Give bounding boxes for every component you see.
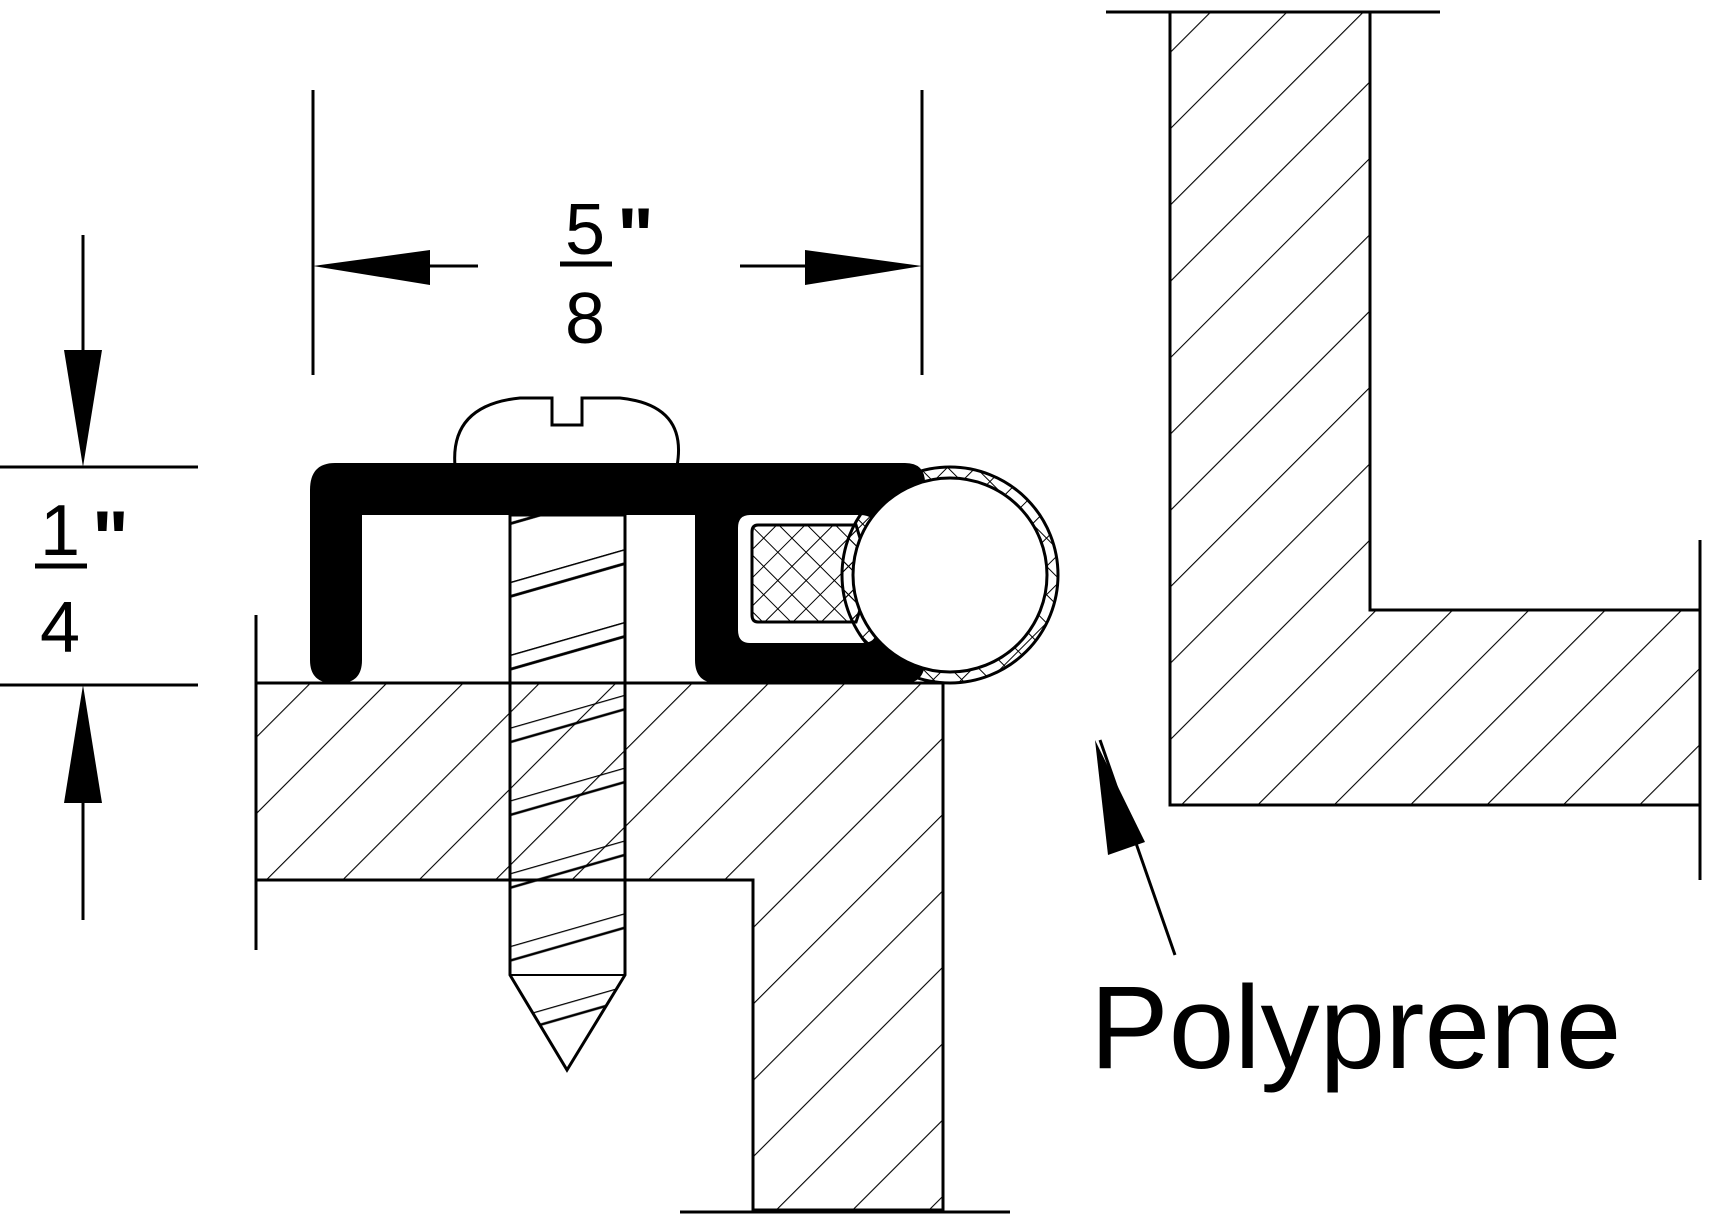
width-numerator: 5 <box>565 190 605 270</box>
height-denominator: 4 <box>40 588 80 668</box>
polyprene-label: Polyprene <box>1090 962 1621 1094</box>
width-unit: " <box>617 191 654 279</box>
height-numerator: 1 <box>40 491 80 571</box>
door-jamb-section <box>254 615 1010 1214</box>
polyprene-seal <box>750 465 1060 685</box>
height-unit: " <box>92 494 129 582</box>
retainer-profile <box>310 463 925 685</box>
width-dimension: 5 8 " <box>311 90 924 375</box>
height-dimension: 1 4 " <box>0 235 198 920</box>
width-denominator: 8 <box>565 279 605 359</box>
polyprene-callout: Polyprene <box>1090 739 1621 1094</box>
door-stop-section <box>1106 10 1702 880</box>
